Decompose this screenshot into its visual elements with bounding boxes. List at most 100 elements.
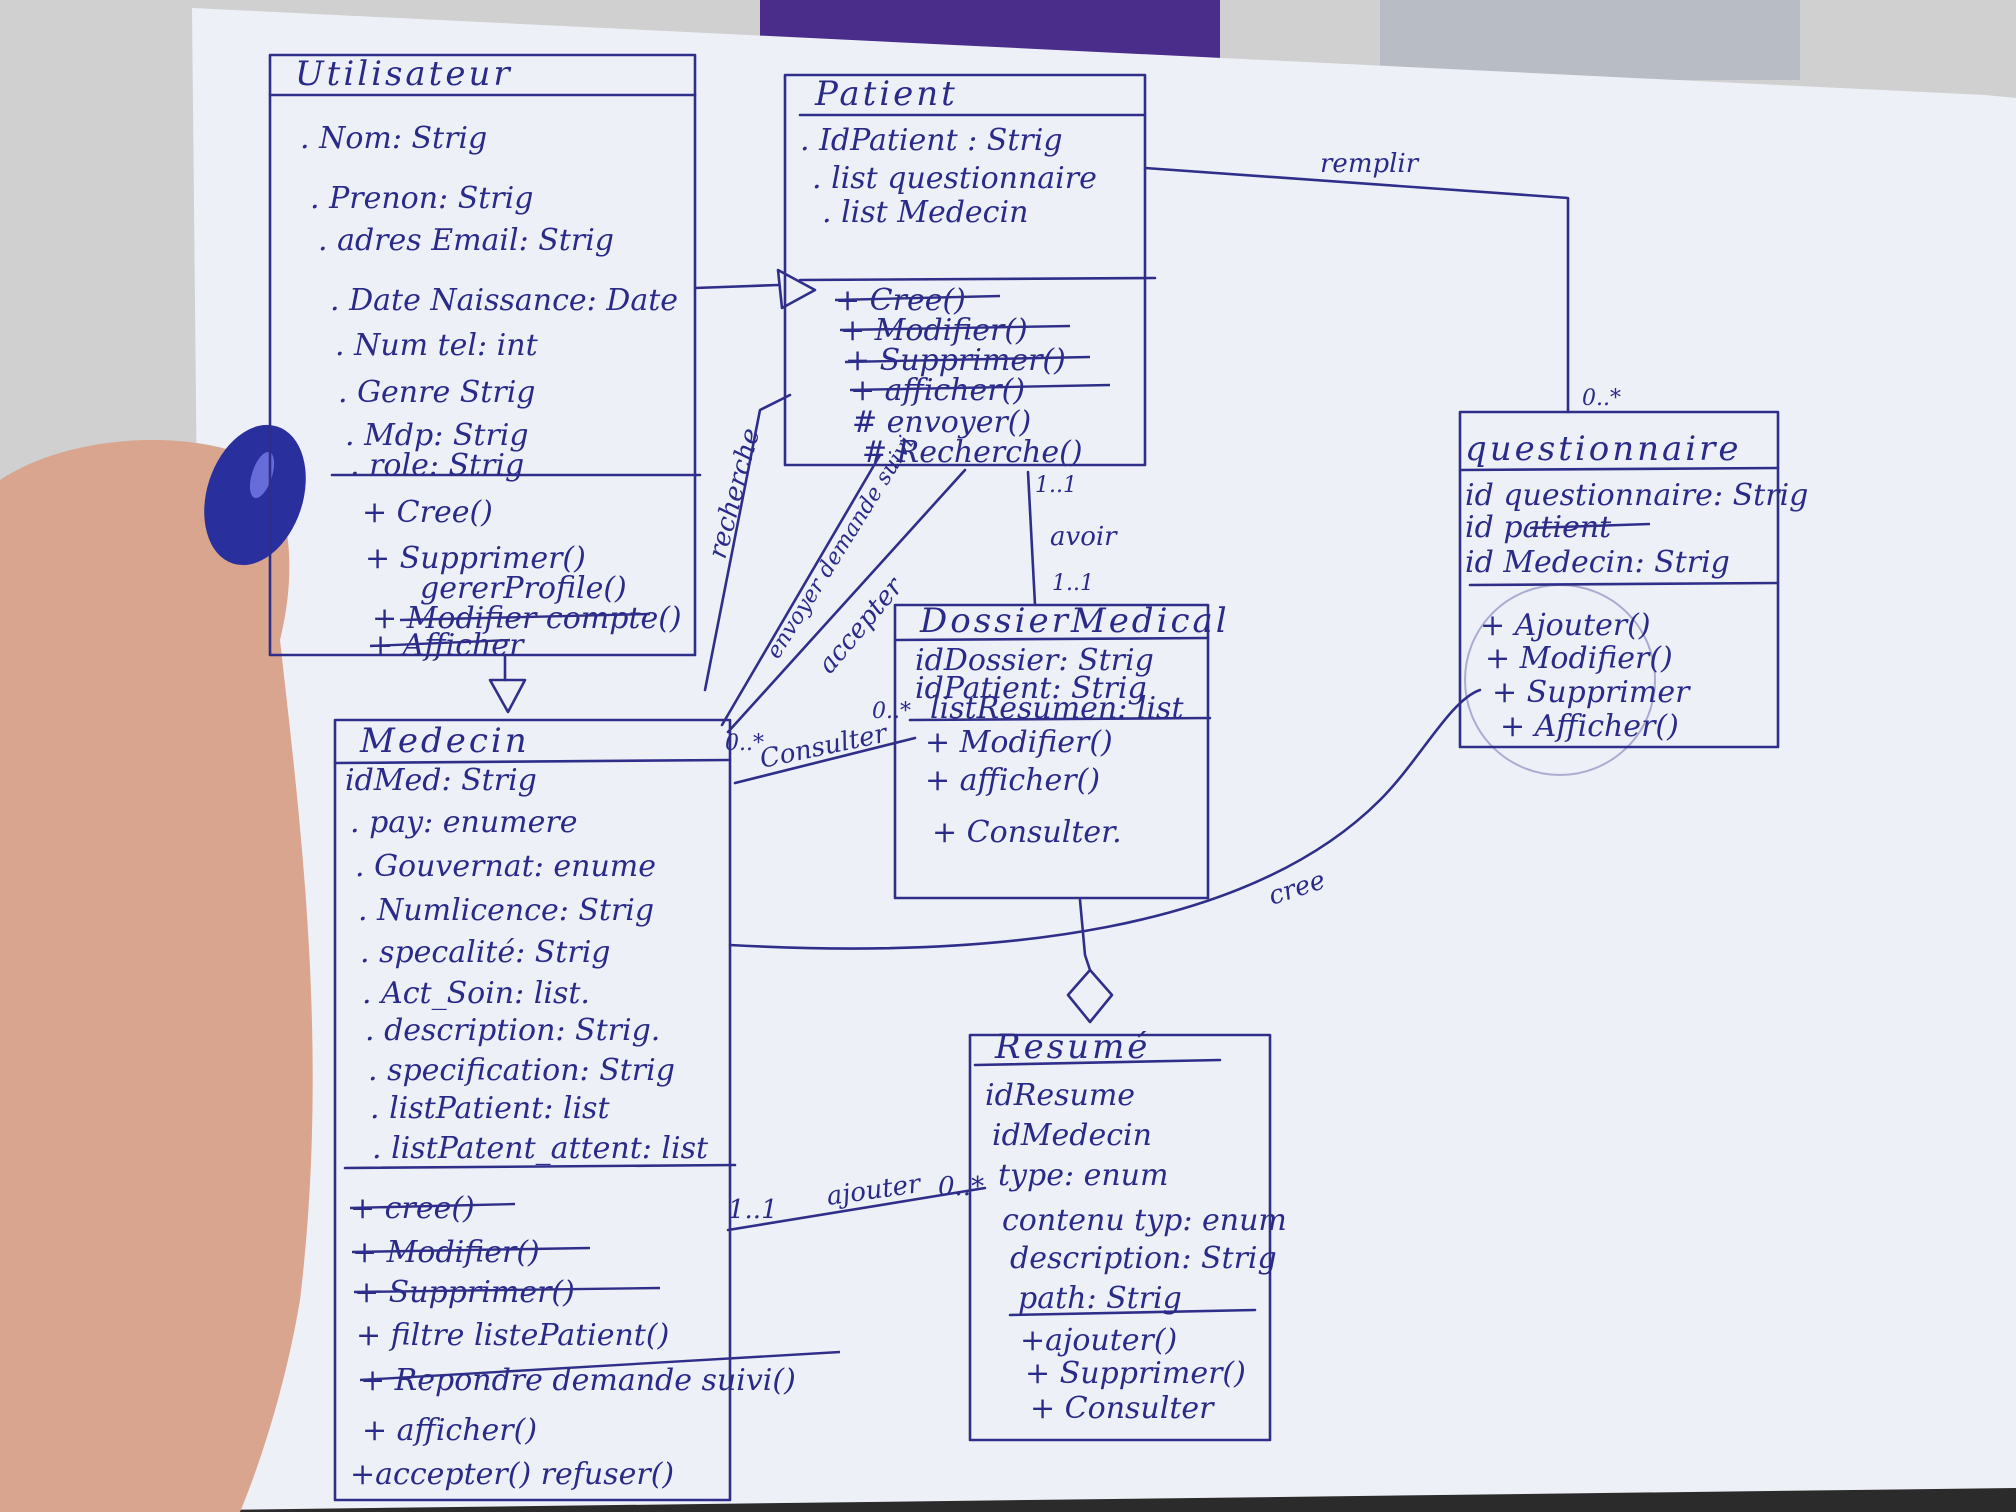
hand	[0, 440, 313, 1512]
composition-diamond	[1066, 968, 1114, 1024]
association-line	[728, 688, 1482, 950]
association-line	[1143, 166, 1570, 414]
medecin-attr: . listPatent_attent: list	[372, 1131, 709, 1166]
questionnaire-method-divider	[1468, 581, 1780, 587]
association-line	[726, 468, 967, 734]
strikethrough	[849, 383, 1111, 392]
dossier-attr: listResumen: list	[930, 691, 1184, 726]
utilisateur-attr: . Genre Strig	[338, 375, 536, 410]
resume-method: + Supprimer()	[1025, 1356, 1246, 1391]
questionnaire-method: + Modifier()	[1485, 641, 1673, 676]
dossier-attr: idDossier: Strig	[915, 643, 1154, 678]
background-shelf	[1380, 0, 1800, 80]
utilisateur-attr: . role: Strig	[350, 448, 524, 483]
association-line	[703, 393, 792, 692]
multiplicity: 0..*	[725, 731, 764, 756]
questionnaire-box	[1458, 410, 1780, 749]
questionnaire-title: questionnaire	[1465, 429, 1742, 469]
medecin-attr: idMed: Strig	[345, 763, 537, 798]
patient-box	[783, 73, 1147, 467]
strikethrough	[359, 1350, 841, 1382]
questionnaire-attr: id Medecin: Strig	[1465, 545, 1730, 580]
utilisateur-method: gererProfile()	[420, 571, 627, 606]
utilisateur-box	[268, 53, 697, 657]
dossier-method: + afficher()	[925, 763, 1100, 798]
strikethrough	[353, 1286, 661, 1294]
strikethrough	[399, 612, 651, 622]
medecin-attr: . specification: Strig	[368, 1053, 675, 1088]
dossier-method-divider	[908, 716, 1212, 722]
generalization-triangle	[488, 678, 527, 714]
nail-highlight	[249, 451, 275, 499]
medecin-attr: . listPatient: list	[370, 1091, 610, 1126]
dossier-attr: idPatient: Strig	[915, 671, 1147, 706]
resume-attr: path: Strig	[1018, 1281, 1182, 1316]
strikethrough	[844, 355, 1091, 364]
utilisateur-attr: . Mdp: Strig	[345, 418, 529, 453]
multiplicity: 0..*	[1582, 386, 1621, 411]
medecin-attr: . Numlicence: Strig	[358, 893, 654, 928]
resume-name-divider	[973, 1058, 1222, 1067]
medecin-box	[333, 718, 732, 1502]
medecin-title: Medecin	[359, 721, 530, 761]
composition-line	[1078, 898, 1092, 972]
strikethrough	[349, 1202, 516, 1210]
questionnaire-method: + Ajouter()	[1480, 608, 1651, 643]
composition-dossier-resume	[1066, 898, 1114, 1024]
questionnaire-method: + Supprimer	[1492, 675, 1691, 710]
patient-method-divider	[798, 276, 1157, 282]
multiplicity: 0..*	[938, 1172, 984, 1202]
medecin-attr: . pay: enumere	[350, 805, 577, 840]
strikethrough	[834, 294, 1001, 302]
association-label: remplir	[1320, 149, 1420, 179]
generalization-line	[693, 283, 780, 290]
multiplicity: 1..1	[728, 1195, 778, 1225]
medecin-attr: . Act_Soin: list.	[362, 976, 590, 1011]
patient-method: # envoyer()	[852, 405, 1031, 440]
class-dossier-medical: DossierMedical idDossier: Strig idPatien…	[893, 601, 1230, 900]
patient-attr: . IdPatient : Strig	[800, 123, 1063, 158]
multiplicity: 1..1	[1035, 473, 1077, 498]
association-remplir: remplir 0..*	[1143, 149, 1621, 414]
medecin-method-divider	[343, 1163, 737, 1170]
resume-attr: description: Strig	[1010, 1241, 1277, 1276]
resume-attr: idResume	[985, 1078, 1135, 1113]
association-label: avoir	[1050, 522, 1118, 552]
patient-attr: . list Medecin	[822, 195, 1028, 230]
association-line	[1026, 470, 1037, 607]
class-questionnaire: questionnaire id questionnaire: Strig id…	[1458, 410, 1808, 776]
utilisateur-attributes: . Nom: Strig . Prenon: Strig . adres Ema…	[300, 121, 678, 483]
dossier-method: + Consulter.	[932, 815, 1122, 850]
medecin-method: + Repondre demande suivi()	[360, 1363, 796, 1398]
patient-attr: . list questionnaire	[812, 161, 1097, 196]
medecin-method: + filtre listePatient()	[356, 1318, 669, 1353]
medecin-method: +accepter() refuser()	[350, 1457, 674, 1492]
medecin-attr: . description: Strig.	[365, 1013, 660, 1048]
questionnaire-method: + Afficher()	[1500, 709, 1679, 744]
association-avoir: 1..1 avoir 1..1	[1026, 470, 1118, 607]
generalization-utilisateur-patient	[693, 268, 817, 310]
association-line	[720, 453, 882, 727]
utilisateur-attr: . Prenon: Strig	[310, 181, 533, 216]
patient-method: # Recherche()	[862, 435, 1083, 470]
questionnaire-name-divider	[1458, 466, 1780, 472]
class-patient: Patient . IdPatient : Strig . list quest…	[783, 73, 1157, 470]
utilisateur-method: + Supprimer()	[365, 541, 586, 576]
multiplicity: 1..1	[1052, 571, 1094, 596]
dossier-title: DossierMedical	[919, 601, 1230, 641]
medecin-attr: . Gouvernat: enume	[355, 849, 656, 884]
utilisateur-attr: . adres Email: Strig	[318, 223, 614, 258]
strikethrough	[369, 638, 511, 648]
strikethrough	[1529, 522, 1651, 530]
utilisateur-methods: + Cree() + Supprimer() gererProfile() + …	[362, 495, 682, 663]
resume-method: +ajouter()	[1020, 1323, 1177, 1358]
medecin-method: + afficher()	[362, 1413, 537, 1448]
resume-box	[968, 1033, 1272, 1442]
class-utilisateur: Utilisateur . Nom: Strig . Prenon: Strig…	[268, 53, 702, 663]
generalization-triangle	[776, 268, 817, 310]
paper-sheet	[192, 8, 2016, 1510]
multiplicity: 0..*	[872, 699, 911, 724]
patient-title: Patient	[814, 74, 958, 114]
dossier-method: + Modifier()	[925, 725, 1113, 760]
